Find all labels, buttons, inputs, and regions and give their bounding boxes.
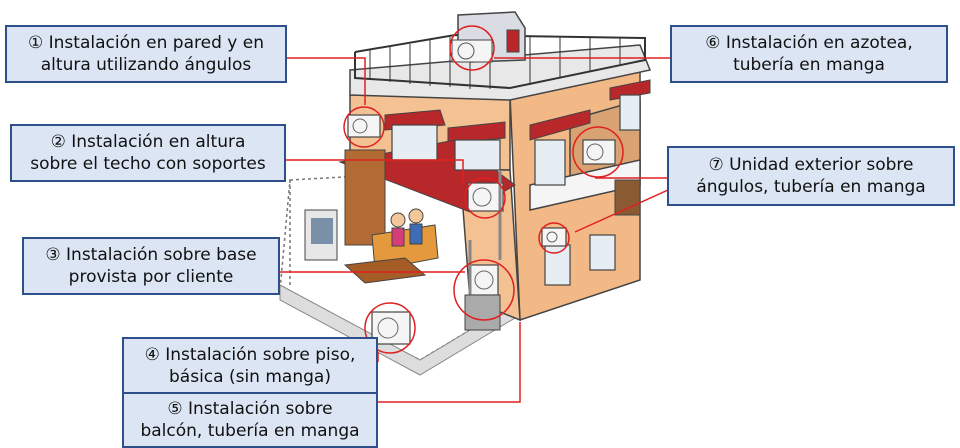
- callout-5-line1: ⑤ Instalación sobre: [167, 399, 333, 419]
- side-stand: [614, 179, 641, 216]
- callout-3: ③ Instalación sobre base provista por cl…: [22, 237, 280, 295]
- leader-lines: [280, 57, 670, 403]
- callout-6-line2: tubería en manga: [733, 55, 885, 75]
- callout-3-line2: provista por cliente: [68, 267, 234, 287]
- callout-2: ② Instalación en altura sobre el techo c…: [10, 124, 286, 182]
- callout-7-line1: ⑦ Unidad exterior sobre: [708, 155, 914, 175]
- callout-7-line2: ángulos, tubería en manga: [696, 177, 926, 197]
- unit-fans: [352, 118, 604, 339]
- ground-pedestal: [464, 294, 501, 331]
- callout-4: ④ Instalación sobre piso, básica (sin ma…: [122, 337, 378, 395]
- callout-2-line1: ② Instalación en altura: [50, 132, 246, 152]
- callout-5: ⑤ Instalación sobre balcón, tubería en m…: [122, 392, 378, 448]
- callout-1-line1: ① Instalación en pared y en: [28, 33, 264, 53]
- callout-3-line1: ③ Instalación sobre base: [45, 245, 257, 265]
- roof-ac-unit: [451, 39, 493, 63]
- living-room: [304, 149, 439, 284]
- callout-5-line2: balcón, tubería en manga: [140, 421, 360, 441]
- callout-2-line2: sobre el techo con soportes: [30, 154, 266, 174]
- callout-1: ① Instalación en pared y en altura utili…: [5, 25, 287, 83]
- callout-4-line1: ④ Instalación sobre piso,: [144, 345, 356, 365]
- roof-ac-fan: [457, 42, 475, 60]
- callout-4-line2: básica (sin manga): [169, 367, 331, 387]
- callout-7: ⑦ Unidad exterior sobre ángulos, tubería…: [667, 146, 955, 206]
- callout-1-line2: altura utilizando ángulos: [40, 55, 252, 75]
- highlight-circles: [343, 25, 624, 354]
- callout-6-line1: ⑥ Instalación en azotea,: [705, 33, 913, 53]
- roof-door: [506, 29, 520, 53]
- callout-6: ⑥ Instalación en azotea, tubería en mang…: [670, 25, 948, 83]
